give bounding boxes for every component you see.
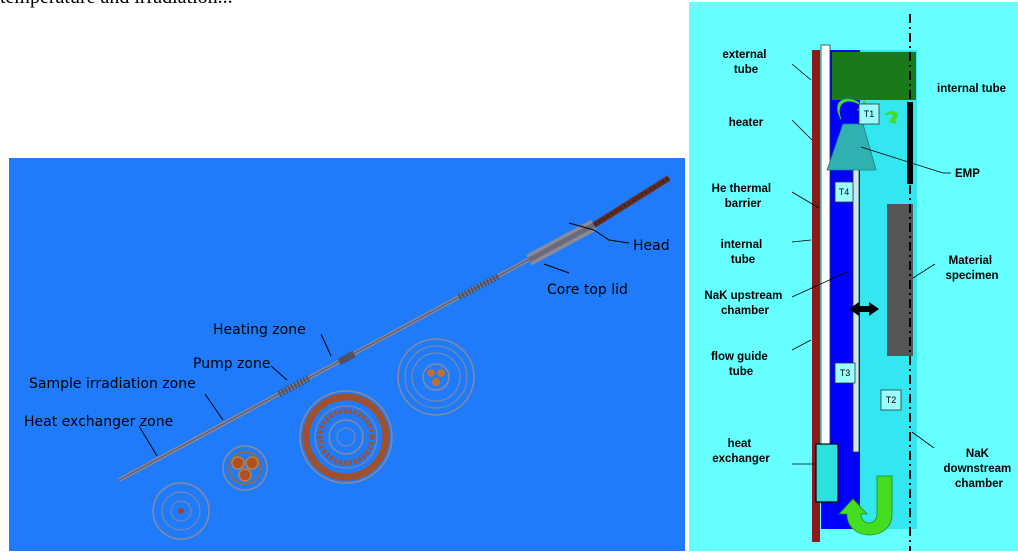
internal-tube-left-label: internal tube xyxy=(721,239,766,266)
thermocouple-t3: T3 xyxy=(834,362,856,384)
external-tube-label: external tube xyxy=(722,49,769,76)
rig-render-svg: Head Core top lid Heating zone Pump zone… xyxy=(9,158,685,551)
t1-label: T1 xyxy=(864,109,875,119)
heating-zone-label: Heating zone xyxy=(213,322,306,338)
flow-guide-tube-label: flow guide tube xyxy=(711,351,771,378)
thermocouple-t1: T1 xyxy=(858,103,880,125)
core-top-lid-segment xyxy=(457,273,501,300)
sample-irradiation-leader xyxy=(204,393,224,421)
schematic-leader-lines xyxy=(791,63,951,465)
render-leader-lines xyxy=(138,222,630,457)
cross-section-1 xyxy=(152,482,210,540)
core-top-lid-leader xyxy=(543,263,570,274)
head-block xyxy=(832,52,916,100)
pump-zone-label: Pump zone xyxy=(193,356,270,372)
emp-label: EMP xyxy=(955,168,980,180)
heating-zone-segment xyxy=(337,350,356,366)
emp-outflow-arrow xyxy=(885,110,898,124)
heat-exchanger-block xyxy=(815,443,839,503)
cross-section-4 xyxy=(397,338,475,416)
schematic-panel: T1 T4 T3 T2 exte xyxy=(689,2,1018,551)
double-arrow xyxy=(849,302,879,316)
rig-tube xyxy=(118,175,671,482)
core-top-lid-label: Core top lid xyxy=(547,282,628,298)
heat-exchanger-zone-label: Heat exchanger zone xyxy=(24,414,173,430)
emp xyxy=(826,123,877,171)
schematic-svg: T1 T4 T3 T2 exte xyxy=(689,2,1018,551)
flow-guide-tube xyxy=(852,151,860,453)
u-turn-flow-arrow xyxy=(838,475,893,536)
cross-section-2 xyxy=(222,445,268,491)
internal-tube-wall xyxy=(907,102,913,184)
t3-label: T3 xyxy=(840,368,851,378)
head-leader xyxy=(568,222,630,244)
sample-irradiation-zone-label: Sample irradiation zone xyxy=(29,376,196,392)
internal-tube-right-label: internal tube xyxy=(937,83,1006,95)
thermocouple-t4: T4 xyxy=(834,181,854,203)
t4-label: T4 xyxy=(839,187,850,197)
material-specimen xyxy=(887,204,913,356)
top-text-fragment: temperature and irradiation... xyxy=(0,0,233,9)
rig-render-panel: Head Core top lid Heating zone Pump zone… xyxy=(9,158,685,551)
heating-zone-leader xyxy=(320,333,332,357)
heater xyxy=(812,50,820,542)
pump-zone-segment xyxy=(277,374,311,398)
nak-upstream-chamber-label: NaK upstream chamber xyxy=(704,290,785,317)
heater-label: heater xyxy=(729,117,764,129)
nak-downstream-chamber-label: NaK downstream chamber xyxy=(944,448,1015,490)
material-specimen-label: Material specimen xyxy=(945,255,998,282)
pump-zone-leader xyxy=(270,365,288,381)
heat-exchanger-leader xyxy=(138,425,158,457)
heat-exchanger-label: heat exchanger xyxy=(712,438,770,465)
external-tube xyxy=(820,44,831,458)
head-label: Head xyxy=(633,238,670,254)
he-thermal-barrier-label: He thermal barrier xyxy=(712,183,775,210)
t2-label: T2 xyxy=(886,395,897,405)
cross-section-3 xyxy=(299,390,393,484)
thermocouple-t2: T2 xyxy=(880,389,902,411)
